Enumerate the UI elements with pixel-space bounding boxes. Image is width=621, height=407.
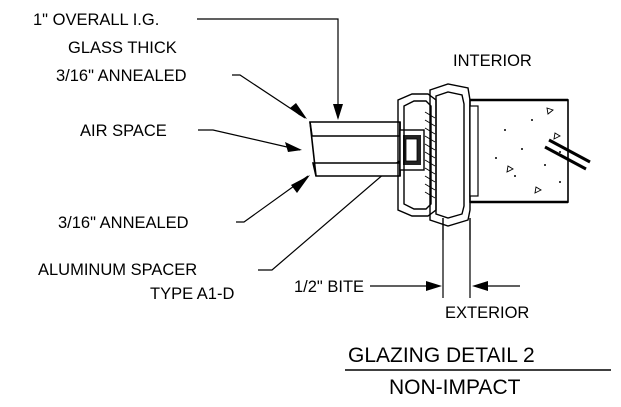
insulated-glass-unit — [309, 121, 401, 177]
concrete-texture — [506, 107, 561, 194]
glass-lite-top — [309, 121, 401, 137]
label-overall-line2: GLASS THICK — [68, 39, 177, 57]
label-exterior: EXTERIOR — [445, 304, 529, 322]
break-line — [544, 138, 591, 171]
label-annealed-bottom: 3/16" ANNEALED — [58, 214, 189, 232]
leader-air-space — [198, 129, 301, 151]
arrowhead-annealed-bottom — [291, 175, 310, 193]
glass-lite-bottom — [311, 162, 401, 177]
label-spacer-line1: ALUMINUM SPACER — [38, 261, 197, 279]
arrowhead-air-space — [285, 142, 302, 152]
arrowhead-bite-right — [472, 281, 488, 291]
concrete-dots — [495, 119, 561, 183]
frame-inner — [403, 100, 432, 210]
arrowhead-overall — [333, 104, 343, 120]
frame-extrusion — [397, 83, 471, 240]
leader-annealed-bottom — [236, 175, 309, 223]
arrowhead-annealed-top — [290, 103, 307, 119]
label-air-space: AIR SPACE — [80, 122, 167, 140]
arrowheads — [285, 103, 488, 291]
label-interior: INTERIOR — [453, 52, 532, 70]
sealant-hatch — [424, 111, 436, 199]
bead-inner — [435, 91, 465, 219]
leader-lines — [197, 18, 520, 298]
title-main: GLAZING DETAIL 2 — [348, 344, 535, 367]
leader-spacer — [258, 160, 400, 271]
label-spacer-line2: TYPE A1-D — [150, 285, 234, 303]
arrowhead-bite-left — [426, 281, 442, 291]
label-overall-line1: 1" OVERALL I.G. — [33, 11, 159, 29]
label-annealed-top: 3/16" ANNEALED — [56, 67, 187, 85]
label-bite: 1/2" BITE — [294, 278, 364, 296]
glazing-bead — [429, 83, 471, 227]
leader-overall — [197, 18, 339, 118]
leader-annealed-top — [232, 74, 306, 119]
title-sub: NON-IMPACT — [389, 376, 521, 399]
glass-edge-left — [309, 121, 317, 177]
